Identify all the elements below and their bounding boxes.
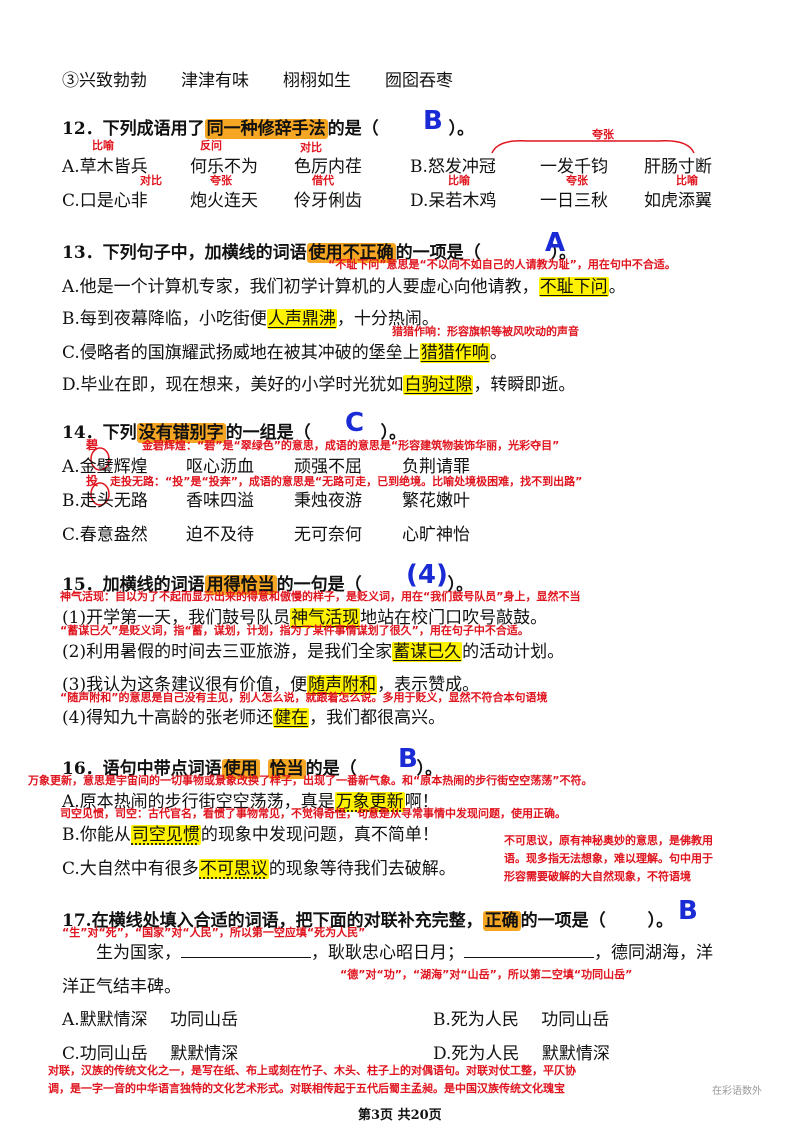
q15-sentence-4: (4)得知九十高龄的张老师还健在，我们都很高兴。 [62,708,446,728]
q17-option-c: C.功同山岳 默默情深 [62,1044,239,1064]
q12-note-a1: 比喻 [92,139,114,152]
q12-note-d3: 比喻 [676,174,698,187]
q13-key-highlight: 使用不正确 [306,243,396,263]
q16-note-a: 万象更新，意思是宇宙间的一切事物或景象改换了样子，出现了一番新气象。和“原本热闹… [28,774,593,787]
q14-answer: C [345,408,365,438]
q14-key-highlight: 没有错别字 [136,423,226,443]
q16-option-c: C.大自然中有很多不可思议的现象等待我们去破解。 [62,859,456,879]
q16-stem: 16．语句中带点词语使用恰当的是（）。 [62,759,443,779]
q15-note-1: 神气活现：自以为了不起而显示出来的得意和傲慢的样子，是贬义词，用在“我们鼓号队员… [60,590,581,603]
q14-row-b: B.走头无路香味四溢秉烛夜游繁花嫩叶 [62,491,470,511]
q16-note-c-line1: 不可思议，原有神秘奥妙的意思，是佛教用 [504,834,713,847]
q15-answer: (4) [406,560,448,590]
q17-blank-2[interactable] [464,943,594,958]
q17-couplet-line1: 生为国家，，耿耿忠心昭日月；，德同湖海，洋 [96,943,713,963]
q13-note-c: 猎猎作响：形容旗帜等被风吹动的声音 [392,325,579,338]
q15-sentence-2: (2)利用暑假的时间去三亚旅游，是我们全家蓄谋已久的活动计划。 [62,642,565,662]
q13-option-d: D.毕业在即，现在想来，美好的小学时光犹如白驹过隙，转瞬即逝。 [62,375,576,395]
q14-stem: 14．下列没有错别字的一组是（）。 [62,423,407,443]
q16-option-a: A.原本热闹的步行街空空荡荡，真是万象更新啊！ [62,792,439,812]
q17-answer: B [678,896,698,926]
q12-note-c3: 借代 [312,174,334,187]
q17-stem: 17.在横线处填入合适的词语，把下面的对联补充完整，正确的一项是（）。 [62,911,674,931]
q13-option-b: B.每到夜幕降临，小吃街便人声鼎沸，十分热闹。 [62,309,439,329]
q15-stem: 15．加横线的词语用得恰当的一句是（）。 [62,575,474,595]
q17-option-a: A.默默情深 功同山岳 [62,1010,239,1030]
q13-note-a: “不耻下问”意思是“不以向不如自己的人请教为耻”，用在句中不合适。 [328,258,676,271]
q12-stem: 12．下列成语用了同一种修辞手法的是（）。 [62,119,475,139]
q15-sentence-3: (3)我认为这条建议很有价值，便随声附和，表示赞成。 [62,675,480,695]
q13-stem: 13．下列句子中，加横线的词语使用不正确的一项是（）。 [62,243,577,263]
q12-note-c2: 夸张 [210,174,232,187]
q17-note-1: “生”对“死”，“国家”对“人民”，所以第一空应填“死为人民” [62,926,366,939]
q11-option-line: ③兴致勃勃 津津有味 栩栩如生 囫囵吞枣 [62,71,453,91]
q13-option-a: A.他是一个计算机专家，我们初学计算机的人要虚心向他请教，不耻下问。 [62,277,626,297]
q16-note-c-line3: 形容需要破解的大自然现象，不符语境 [504,870,691,883]
q14-circle-mark-b [90,482,110,506]
q14-circle-mark-a [90,447,110,471]
q17-blank-1[interactable] [181,943,311,958]
q15-note-2: “蓄谋已久”是贬义词，指“蓄，谋划，计划，指为了某件事情谋划了很久”，用在句子中… [60,624,529,637]
q12-note-b: 夸张 [592,128,614,141]
watermark: 在彩语数外 [712,1086,762,1097]
q17-couplet-line2: 洋正气结丰碑。 [62,977,181,997]
page-number: 第3页 共20页 [358,1108,442,1123]
q14-note-b: 走投无路：“投”是“投奔”，成语的意思是“无路可走，已到绝境。比喻处境极困难，找… [110,475,583,488]
q14-note-a: 金碧辉煌：“碧”是“翠绿色”的意思，成语的意思是“形容建筑物装饰华丽，光彩夺目” [142,439,560,452]
q16-note-b: 司空见惯，司空：古代官名，看惯了事物常见，不觉得奇怪，句意是从寻常事情中发现问题… [60,807,566,820]
q15-key-highlight: 用得恰当 [204,575,277,595]
q12-note-d1: 比喻 [448,174,470,187]
q16-key-highlight-1: 使用 [221,759,260,779]
q12-answer: B [423,106,443,136]
q16-answer: B [398,744,418,774]
q17-option-d: D.死为人民 默默情深 [433,1044,610,1064]
q12-note-c1: 对比 [140,174,162,187]
q12-note-d2: 夸张 [566,174,588,187]
q15-sentence-1: (1)开学第一天，我们鼓号队员神气活现地站在校门口吹号敲鼓。 [62,608,548,628]
q16-option-b: B.你能从司空见惯的现象中发现问题，真不简单！ [62,825,439,845]
q16-note-c-line2: 语。现多指无法想象，难以理解。句中用于 [504,852,713,865]
q13-answer: A [545,228,566,258]
q16-key-highlight-2: 恰当 [267,759,306,779]
q14-row-c: C.春意盎然迫不及待无可奈何心旷神怡 [62,525,470,545]
q14-correction-a: 碧 [86,438,99,452]
q12-note-a2: 反问 [200,139,222,152]
q12-note-a3: 对比 [300,141,322,154]
q17-note-3-line2: 调，是一字一音的中华语言独特的文化艺术形式。对联相传起于五代后蜀主孟昶。是中国汉… [48,1082,565,1095]
q12-key-highlight: 同一种修辞手法 [204,119,328,139]
q17-note-2: “德”对“功”，“湖海”对“山岳”，所以第二空填“功同山岳” [340,968,633,981]
q15-note-3: “随声附和”的意思是自己没有主见，别人怎么说，就跟着怎么说。多用于贬义，显然不符… [60,691,548,704]
q17-key-highlight: 正确 [482,911,521,931]
q12-bracket-annotation [491,140,695,154]
q14-row-a: A.金璧辉煌呕心沥血顽强不屈负荆请罪 [62,457,470,477]
q17-note-3-line1: 对联，汉族的传统文化之一，是写在纸、布上或刻在竹子、木头、柱子上的对偶语句。对联… [48,1064,576,1077]
q13-option-c: C.侵略者的国旗耀武扬威地在被其冲破的堡垒上猎猎作响。 [62,343,507,363]
q17-option-b: B.死为人民 功同山岳 [433,1010,610,1030]
